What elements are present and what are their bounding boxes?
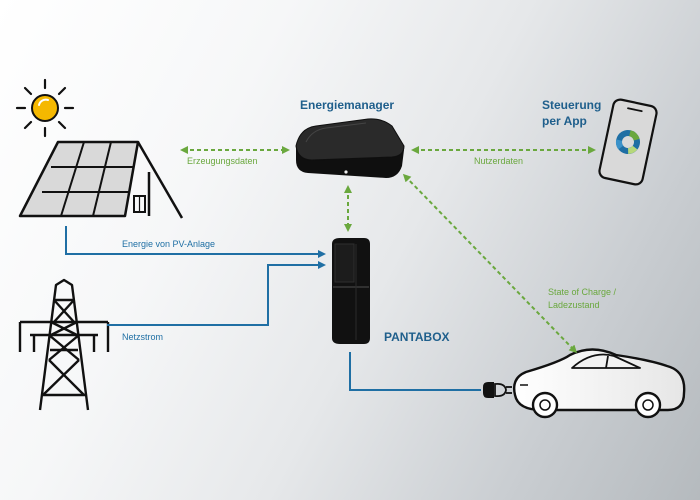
pantabox-label: PANTABOX [384,330,450,344]
app-label-line2: per App [542,114,587,128]
grid-power-line [107,261,326,326]
state-of-charge-arrow [402,173,578,354]
state-of-charge-label-line2: Ladezustand [548,300,600,310]
state-of-charge-label-line1: State of Charge / [548,287,617,297]
production-data-label: Erzeugungsdaten [187,156,258,166]
energy-manager-device-icon [295,118,405,178]
energy-manager-label: Energiemanager [300,98,395,112]
car-icon [512,348,686,419]
user-data-label: Nutzerdaten [474,156,524,166]
plug-icon [483,382,512,398]
grid-power-label: Netzstrom [122,332,164,342]
smartphone-app-icon [598,98,658,186]
pv-power-line [65,226,326,258]
sun-icon [15,78,75,138]
solar-house-icon [18,140,184,219]
power-pylon-icon [18,278,110,411]
pantabox-charger-icon [332,238,370,344]
charging-power-line [349,352,481,391]
app-label-line1: Steuerung [542,98,602,112]
pv-energy-label: Energie von PV-Anlage [122,239,216,249]
